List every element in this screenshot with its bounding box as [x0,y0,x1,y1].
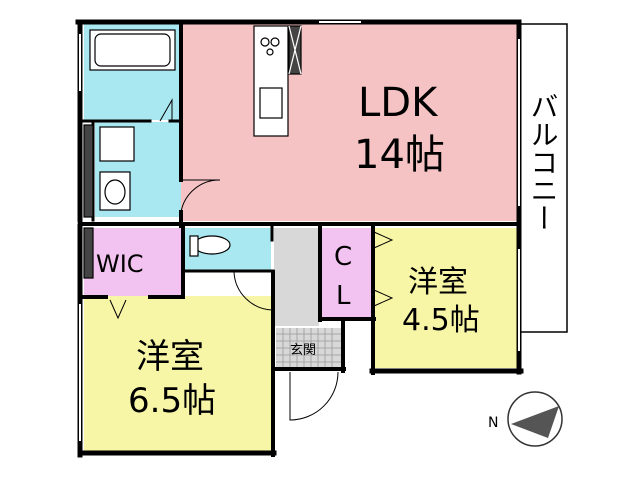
western-large-name: 洋室 [136,337,204,377]
wic-area [84,228,181,296]
hallway-area [274,228,319,326]
entrance-label: 玄関 [290,343,316,358]
closet-label-2: L [336,281,351,311]
wic-label: WIC [96,250,144,278]
western-small-size: 4.5帖 [402,303,480,338]
washing-machine-icon [99,126,135,162]
labels: LDK 14帖 洋室 6.5帖 洋室 4.5帖 WIC C L 玄関 バルコニー [96,80,560,421]
bathtub-icon [89,29,176,71]
ldk-name: LDK [358,80,439,126]
balcony-label: バルコニー [527,92,560,232]
ldk-size: 14帖 [354,132,445,178]
western-small-area [374,228,517,368]
door-bath [159,98,173,122]
toilet-icon [193,235,231,255]
shelf-left [83,124,94,218]
western-large-size: 6.5帖 [128,381,216,421]
compass-label: N [488,415,498,431]
closet-label-1: C [334,242,352,272]
door-ldk [180,179,221,213]
western-small-name: 洋室 [408,265,468,300]
sink-icon [259,87,283,119]
door-toilet [233,271,273,311]
door-entrance [289,371,339,421]
closet-area [322,228,372,318]
stove-burner-icon [260,37,270,47]
entrance-tiles [276,328,342,368]
windows [77,19,522,440]
compass-icon: N [488,391,563,447]
door-wic [109,299,127,320]
balcony-area [518,23,568,333]
ldk-area [181,24,517,221]
doors [109,98,394,421]
western-large-area [84,296,272,452]
door-closet [373,231,394,249]
fixtures [83,25,302,279]
